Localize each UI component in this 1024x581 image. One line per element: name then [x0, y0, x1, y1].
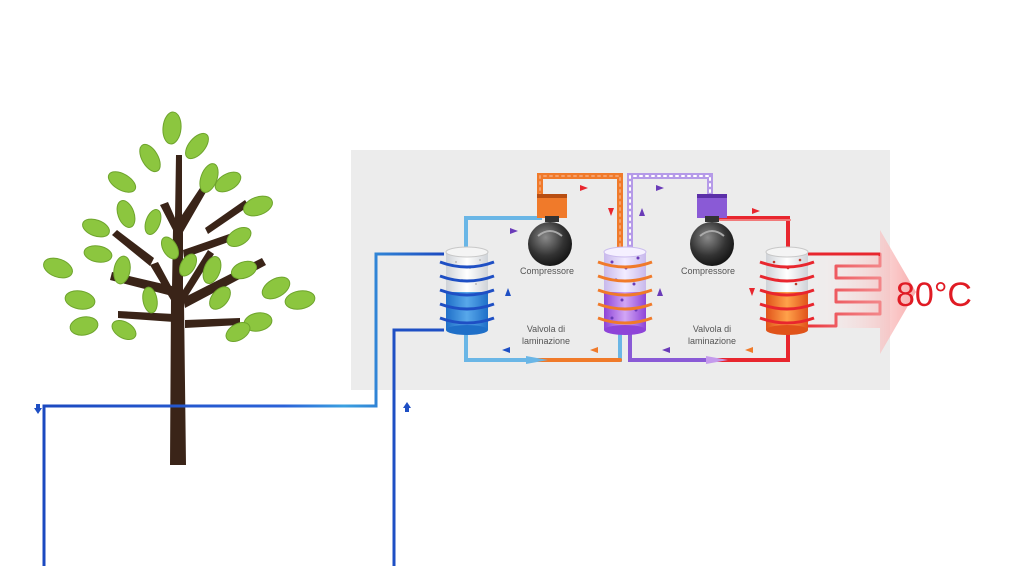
- heat-output-arrow-icon: [800, 230, 916, 354]
- valve-label-right-line1: Valvola di: [693, 324, 731, 334]
- ground-loop: [42, 252, 444, 566]
- expansion-valve-icon: [526, 356, 548, 364]
- compressor-label-right: Compressore: [681, 266, 735, 276]
- valve-label-left-line2: laminazione: [522, 336, 570, 346]
- flow-arrow-icon: [502, 185, 760, 353]
- output-temperature: 80°C: [896, 276, 972, 314]
- tree-icon: [43, 111, 316, 465]
- circuit-2-pipes: [627, 173, 791, 362]
- heat-exchanger-icon: [759, 246, 815, 335]
- heat-exchanger-icon: [439, 246, 495, 335]
- compressor-label-left: Compressore: [520, 266, 574, 276]
- compressor-icon: [690, 194, 734, 266]
- valve-label-right-line2: laminazione: [688, 336, 736, 346]
- valve-label-left-line1: Valvola di: [527, 324, 565, 334]
- compressor-icon: [528, 194, 572, 266]
- flow-arrow-icon: [34, 402, 411, 414]
- expansion-valve-icon: [706, 356, 728, 364]
- heat-exchanger-icon: [597, 246, 653, 335]
